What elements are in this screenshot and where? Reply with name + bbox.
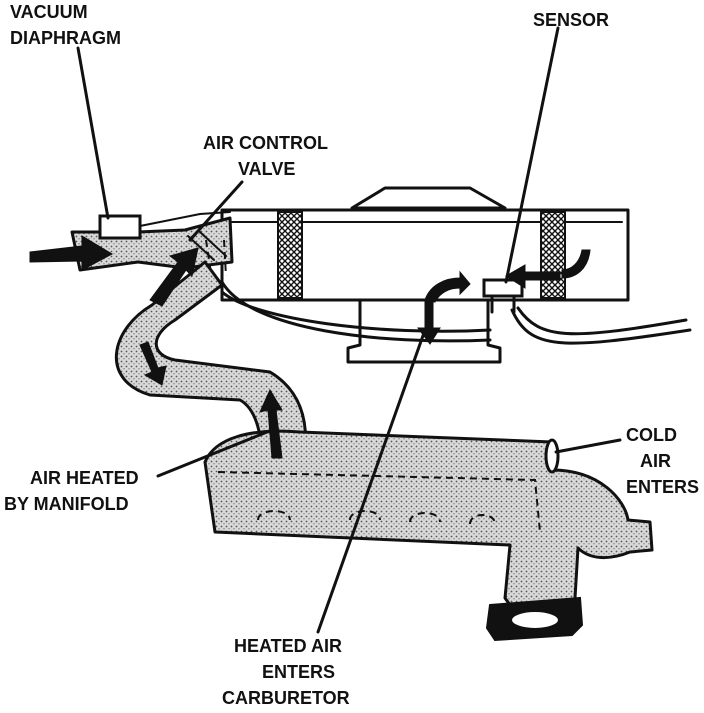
valve-hidden-lines [205,239,227,281]
valve-flow-arrow [149,247,199,307]
manifold-heat-arrow [259,388,283,459]
leader-air-control-valve [188,180,244,242]
sensor-ports [490,294,516,314]
label-heated-air-line-3: CARBURETOR [222,688,350,708]
filter-element-right [540,211,566,299]
air-control-valve-flap [187,231,227,261]
label-sensor: SENSOR [533,10,609,30]
carburetor-neck [346,298,502,364]
vacuum-hose-lower-inner [220,290,492,333]
leader-cold-air [554,438,622,454]
manifold-hidden-runner [217,471,541,533]
leader-heated-air-carburetor [316,328,427,634]
label-air-heated-line-1: AIR HEATED [30,468,139,488]
label-heated-air-line-2: ENTERS [262,662,335,682]
exhaust-flange-opening [510,610,560,630]
leader-air-heated [156,428,274,478]
label-vacuum-line-1: VACUUM [10,2,88,22]
air-cleaner-lid-dome [350,186,507,210]
leader-sensor [504,26,560,284]
filter-element-left [277,211,303,299]
leader-vacuum-diaphragm [76,46,110,220]
duct-flow-arrow [139,341,167,386]
label-heated-air-line-1: HEATED AIR [234,636,342,656]
sensor-flow-arrow [424,270,471,303]
label-cold-air-line-1: COLD [626,425,677,445]
outside-air-inlet-arrow [29,235,114,271]
leader-lines [76,26,622,634]
vacuum-hoses [220,280,692,345]
temperature-sensor [482,278,524,314]
air-cleaner-body [220,208,630,302]
vacuum-hose-lower-outer [220,280,492,343]
label-air-control-line-2: VALVE [238,159,295,179]
filter-return-arrow [561,249,591,279]
vacuum-hose-right-outer [510,308,692,345]
sensor-body [482,278,524,298]
vacuum-diaphragm-housing [98,214,142,240]
exhaust-manifold [203,429,654,642]
filter-flow-arrow [505,264,561,289]
label-air-control-line-1: AIR CONTROL [203,133,328,153]
label-cold-air-line-2: AIR [640,451,671,471]
diaphragm-rod [139,211,231,227]
label-vacuum-line-2: DIAPHRAGM [10,28,121,48]
airflow-arrows [29,235,591,459]
manifold-body [203,429,654,614]
label-air-heated-line-2: BY MANIFOLD [4,494,129,514]
vacuum-hose-right-inner [516,306,688,336]
cold-air-inlet [544,438,560,474]
air-cleaner-housing [220,186,630,364]
label-cold-air-line-3: ENTERS [626,477,699,497]
